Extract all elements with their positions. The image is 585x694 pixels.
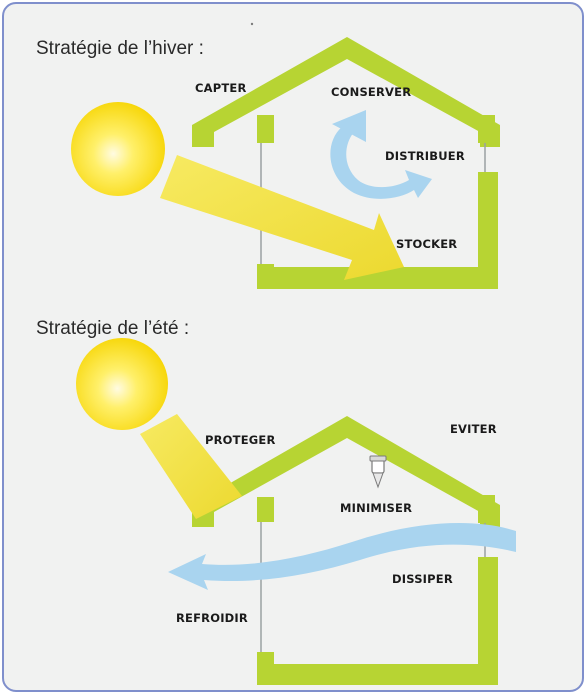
label-minimiser: MINIMISER bbox=[340, 501, 413, 515]
summer-airflow-arrow bbox=[168, 523, 516, 590]
winter-left-pillar bbox=[257, 115, 274, 143]
lamp-icon bbox=[369, 455, 387, 489]
label-capter: CAPTER bbox=[195, 81, 247, 95]
label-conserver: CONSERVER bbox=[331, 85, 412, 99]
winter-floor bbox=[257, 267, 498, 289]
label-eviter: EVITER bbox=[450, 422, 497, 436]
diagram-artwork bbox=[71, 22, 516, 685]
label-refroidir: REFROIDIR bbox=[176, 611, 248, 625]
winter-heading: Stratégie de l’hiver : bbox=[36, 38, 204, 59]
winter-right-pillar bbox=[478, 115, 495, 143]
winter-sun-icon bbox=[71, 102, 165, 196]
label-dissiper: DISSIPER bbox=[392, 572, 453, 586]
summer-house bbox=[192, 416, 500, 685]
summer-floor-block bbox=[257, 652, 274, 685]
scan-speck bbox=[250, 22, 254, 26]
summer-sun-icon bbox=[76, 338, 168, 430]
summer-left-pillar bbox=[257, 497, 274, 522]
summer-right-pillar bbox=[478, 495, 495, 523]
winter-house bbox=[192, 37, 500, 289]
label-proteger: PROTEGER bbox=[205, 433, 276, 447]
summer-sun-beam-blocked bbox=[140, 414, 242, 519]
summer-heading: Stratégie de l’été : bbox=[36, 318, 190, 339]
summer-right-wall bbox=[478, 557, 498, 685]
summer-floor bbox=[257, 664, 498, 685]
winter-right-wall bbox=[478, 172, 498, 287]
winter-sun-beam-arrow bbox=[160, 155, 404, 280]
label-stocker: STOCKER bbox=[396, 237, 458, 251]
winter-distribution-arrow bbox=[330, 127, 432, 199]
winter-roof bbox=[192, 37, 500, 147]
winter-floor-block bbox=[257, 264, 274, 289]
summer-roof bbox=[192, 416, 500, 527]
label-distribuer: DISTRIBUER bbox=[385, 149, 465, 163]
winter-distribution-arrow-head bbox=[332, 110, 366, 142]
